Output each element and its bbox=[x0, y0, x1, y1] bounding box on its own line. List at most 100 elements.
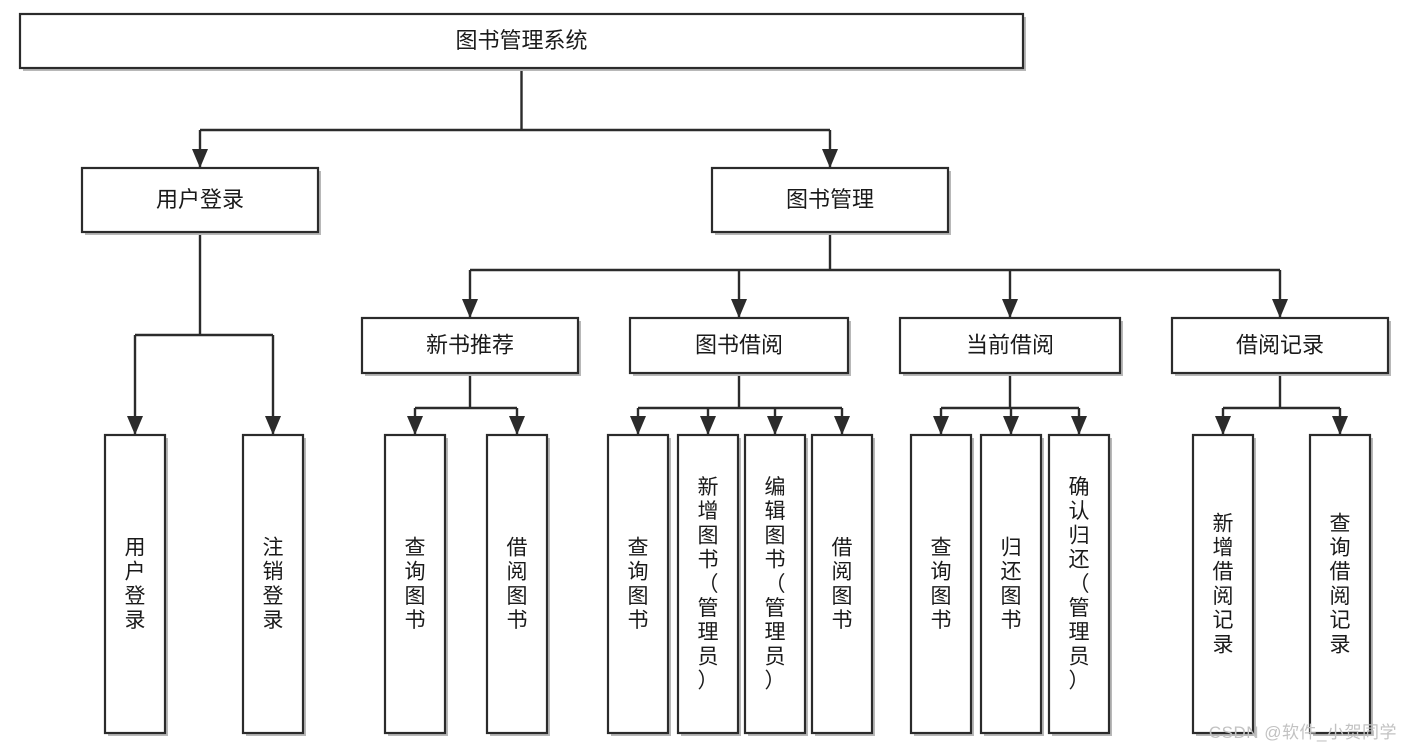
arrow-head bbox=[509, 416, 525, 435]
leaf-label-char: 阅 bbox=[1330, 585, 1351, 608]
level2-node-user-login[interactable]: 用户登录 bbox=[80, 166, 321, 235]
arrow-head bbox=[933, 416, 949, 435]
arrow-head bbox=[630, 416, 646, 435]
level3-node-current-borrow[interactable]: 当前借阅 bbox=[898, 316, 1123, 376]
leaf-label-char: 辑 bbox=[765, 500, 786, 523]
leaf-label-char: 阅 bbox=[1213, 585, 1234, 608]
leaf-label-char: 确 bbox=[1069, 476, 1090, 499]
leaf-label-char: 询 bbox=[1330, 536, 1351, 559]
level2-node-book-manage[interactable]: 图书管理 bbox=[710, 166, 951, 235]
node-label: 新书推荐 bbox=[426, 332, 514, 357]
leaf-label-char: 理 bbox=[1069, 621, 1090, 644]
leaf-label-char: 登 bbox=[263, 585, 284, 608]
leaf-label-char: 新 bbox=[698, 476, 719, 499]
arrow-head bbox=[462, 299, 478, 318]
arrow-head bbox=[407, 416, 423, 435]
leaf-label-char: 询 bbox=[405, 561, 426, 584]
arrow-head bbox=[1003, 416, 1019, 435]
leaf-label-char: 认 bbox=[1069, 500, 1090, 523]
arrow-head bbox=[822, 149, 838, 168]
arrow-head bbox=[767, 416, 783, 435]
leaf-label-char: 理 bbox=[765, 621, 786, 644]
leaf-label-char: 书 bbox=[931, 609, 952, 632]
arrow-head bbox=[192, 149, 208, 168]
leaf-node-leaf-user-login[interactable]: 用户登录 bbox=[103, 433, 168, 736]
level3-node-new-book-recommend[interactable]: 新书推荐 bbox=[360, 316, 581, 376]
arrow-head bbox=[731, 299, 747, 318]
leaf-label-char: 查 bbox=[628, 536, 649, 559]
leaf-label-char: 员 bbox=[765, 645, 786, 668]
arrow-head bbox=[1332, 416, 1348, 435]
leaf-label-char: 借 bbox=[832, 536, 853, 559]
leaf-label-char: 还 bbox=[1069, 549, 1090, 572]
arrow-head bbox=[834, 416, 850, 435]
arrow-head bbox=[1215, 416, 1231, 435]
leaf-label-char: 图 bbox=[405, 585, 426, 608]
leaf-label-char: 借 bbox=[1213, 561, 1234, 584]
leaf-label-char: 录 bbox=[1213, 633, 1234, 656]
leaf-label-char: （ bbox=[1069, 573, 1090, 596]
leaf-label-char: 查 bbox=[405, 536, 426, 559]
leaf-label-char: 录 bbox=[125, 609, 146, 632]
leaf-label-char: 书 bbox=[1001, 609, 1022, 632]
leaf-label-char: 查 bbox=[931, 536, 952, 559]
leaf-label-char: 询 bbox=[628, 561, 649, 584]
leaf-label-char: 增 bbox=[1213, 536, 1234, 559]
leaf-label-char: 图 bbox=[765, 524, 786, 547]
leaf-label-char: 图 bbox=[507, 585, 528, 608]
arrow-head bbox=[700, 416, 716, 435]
arrow-head bbox=[1071, 416, 1087, 435]
leaf-label-char: 图 bbox=[931, 585, 952, 608]
leaf-label-char: 记 bbox=[1213, 609, 1234, 632]
leaf-label-char: 户 bbox=[125, 561, 146, 584]
leaf-label-char: 新 bbox=[1213, 512, 1234, 535]
level3-node-book-borrow[interactable]: 图书借阅 bbox=[628, 316, 851, 376]
leaf-label-char: 书 bbox=[405, 609, 426, 632]
arrow-head bbox=[1272, 299, 1288, 318]
node-label: 图书借阅 bbox=[695, 332, 783, 357]
node-label: 图书管理 bbox=[786, 187, 874, 212]
level3-node-borrow-record[interactable]: 借阅记录 bbox=[1170, 316, 1391, 376]
leaf-label-char: 编 bbox=[765, 476, 786, 499]
node-layer: 图书管理系统用户登录图书管理新书推荐图书借阅当前借阅借阅记录用户登录注销登录查询… bbox=[18, 12, 1391, 736]
leaf-label-char: 图 bbox=[832, 585, 853, 608]
leaf-label-char: 书 bbox=[507, 609, 528, 632]
arrow-head bbox=[265, 416, 281, 435]
root-node-book-management-system[interactable]: 图书管理系统 bbox=[18, 12, 1026, 71]
leaf-label-char: 销 bbox=[263, 561, 284, 584]
leaf-label-char: 查 bbox=[1330, 512, 1351, 535]
leaf-label-char: （ bbox=[765, 573, 786, 596]
leaf-label-char: 借 bbox=[507, 536, 528, 559]
leaf-label-char: 书 bbox=[832, 609, 853, 632]
leaf-label-char: ） bbox=[1069, 670, 1090, 693]
leaf-label-char: 管 bbox=[698, 597, 719, 620]
leaf-label-char: 登 bbox=[125, 585, 146, 608]
leaf-label-char: 归 bbox=[1001, 536, 1022, 559]
leaf-label-char: 图 bbox=[1001, 585, 1022, 608]
leaf-label-char: 阅 bbox=[507, 561, 528, 584]
leaf-label-char: 图 bbox=[628, 585, 649, 608]
leaf-label-char: 注 bbox=[263, 536, 284, 559]
leaf-label-char: 管 bbox=[765, 597, 786, 620]
node-label: 借阅记录 bbox=[1236, 332, 1324, 357]
arrow-head bbox=[127, 416, 143, 435]
leaf-label-char: 询 bbox=[931, 561, 952, 584]
leaf-label-char: 书 bbox=[765, 549, 786, 572]
leaf-label-char: 还 bbox=[1001, 561, 1022, 584]
leaf-label-char: 员 bbox=[698, 645, 719, 668]
leaf-label-char: 增 bbox=[698, 500, 719, 523]
leaf-label-char: （ bbox=[698, 573, 719, 596]
